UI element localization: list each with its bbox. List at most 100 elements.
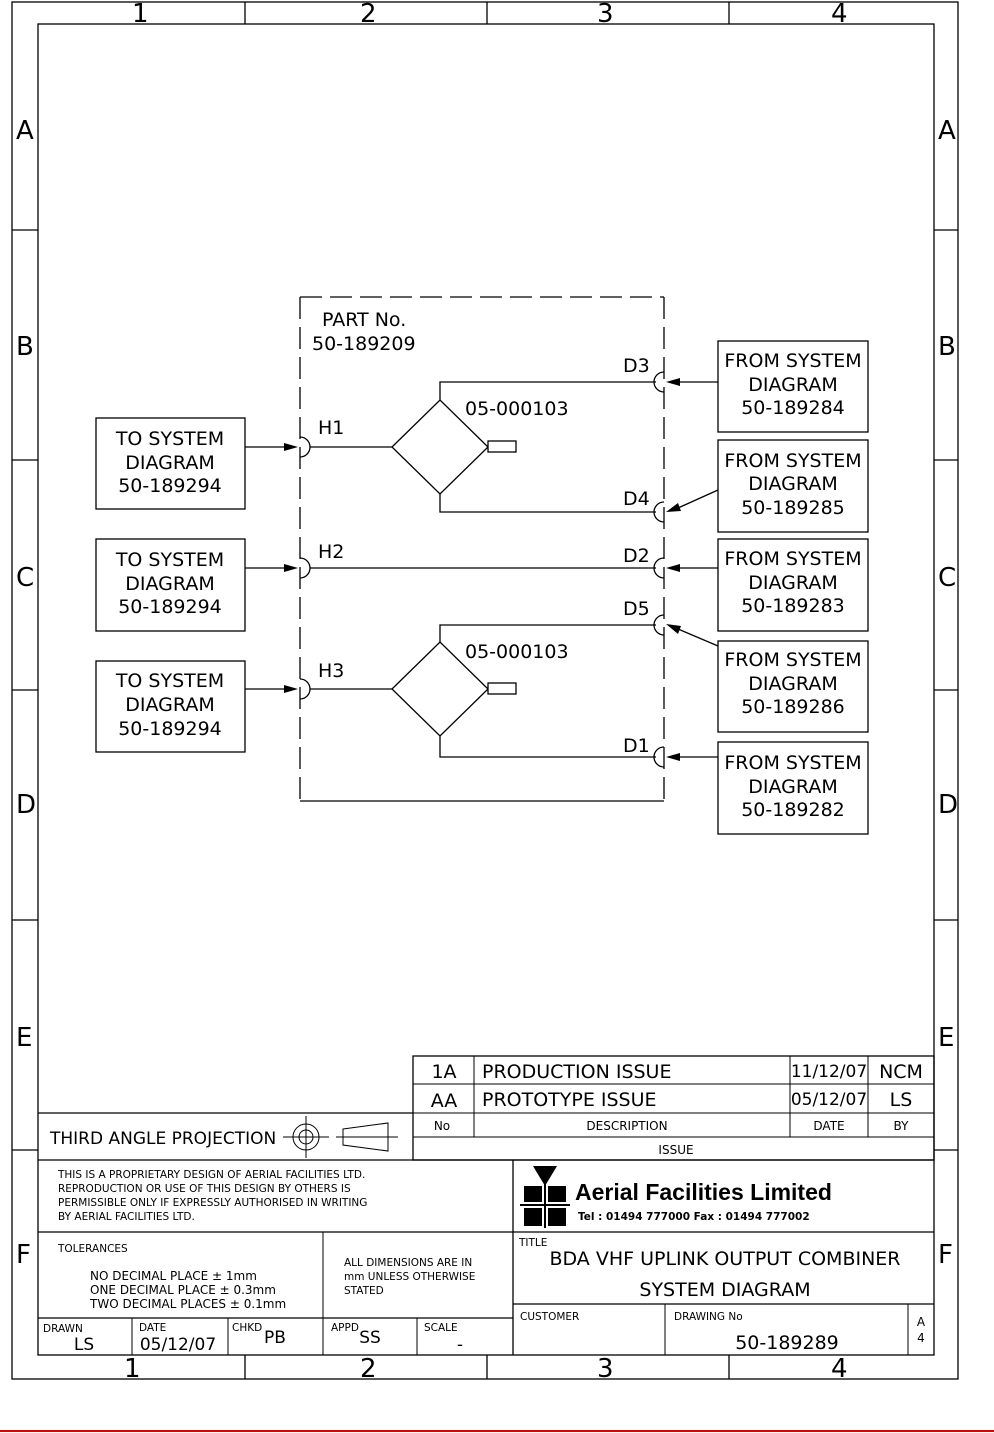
to-box-2-line3: 50-189294 <box>118 596 222 618</box>
proprietary-line2: REPRODUCTION OR USE OF THIS DESIGN BY OT… <box>58 1183 351 1195</box>
lower-combiner: 05-000103 <box>310 624 656 758</box>
rev-1-by: NCM <box>879 1061 923 1083</box>
from-box-3-line1: FROM SYSTEM <box>724 548 861 570</box>
port-h2-label: H2 <box>318 541 344 563</box>
port-d5-connector <box>653 614 665 636</box>
unit-enclosure: PART No. 50-189209 <box>299 296 665 802</box>
port-d2-connector <box>653 557 665 579</box>
zone-col-2-bottom: 2 <box>360 1354 377 1384</box>
from-box-2-line1: FROM SYSTEM <box>724 450 861 472</box>
zone-row-a-right: A <box>938 116 956 146</box>
zone-col-2-top: 2 <box>360 0 377 29</box>
zone-col-4-bottom: 4 <box>831 1354 848 1384</box>
from-box-1-line1: FROM SYSTEM <box>724 350 861 372</box>
arrow-to-h2 <box>284 564 298 572</box>
from-box-4-line2: DIAGRAM <box>748 673 837 695</box>
zone-row-d-right: D <box>938 790 958 820</box>
company-contact: Tel : 01494 777000 Fax : 01494 777002 <box>578 1211 810 1223</box>
upper-combiner-load <box>487 440 517 453</box>
chkd-label: CHKD <box>232 1322 262 1334</box>
zone-row-e-left: E <box>16 1023 32 1053</box>
port-d4-connector <box>653 501 665 523</box>
zone-row-c-right: C <box>938 563 956 593</box>
from-box-4-line1: FROM SYSTEM <box>724 649 861 671</box>
to-system-box-1: TO SYSTEM DIAGRAM 50-189294 <box>95 417 246 510</box>
rev-2-no: AA <box>431 1090 458 1112</box>
arrow-to-d4 <box>666 503 681 512</box>
rev-header-by: BY <box>894 1119 910 1133</box>
drawing-frame <box>11 1 959 1380</box>
zone-row-b-right: B <box>938 332 956 362</box>
from-box-3-line2: DIAGRAM <box>748 572 837 594</box>
company-name: Aerial Facilities Limited <box>575 1179 832 1205</box>
tolerances-label: TOLERANCES <box>57 1243 128 1255</box>
arrow-to-d5 <box>666 624 681 634</box>
sheet-size-letter: A <box>917 1315 926 1329</box>
to-box-1-line2: DIAGRAM <box>125 452 214 474</box>
arrow-to-d1 <box>666 753 680 761</box>
to-box-1-line3: 50-189294 <box>118 475 222 497</box>
drawn-label: DRAWN <box>43 1323 83 1335</box>
revision-table: 1A PRODUCTION ISSUE 11/12/07 NCM AA PROT… <box>412 1055 935 1161</box>
zone-col-3-top: 3 <box>597 0 614 29</box>
scale-value: - <box>457 1335 463 1355</box>
to-box-1-line1: TO SYSTEM <box>115 428 224 450</box>
from-system-box-3: FROM SYSTEM DIAGRAM 50-189283 <box>717 538 869 632</box>
scale-label: SCALE <box>424 1322 458 1334</box>
drawn-by: LS <box>74 1335 94 1355</box>
from-system-box-4: FROM SYSTEM DIAGRAM 50-189286 <box>717 640 869 733</box>
rev-header-date: DATE <box>813 1119 844 1133</box>
rev-2-by: LS <box>890 1089 913 1111</box>
from-system-box-5: FROM SYSTEM DIAGRAM 50-189282 <box>717 741 869 835</box>
from-system-box-1: FROM SYSTEM DIAGRAM 50-189284 <box>717 340 869 433</box>
port-d1-connector <box>653 746 665 768</box>
dimensions-note-line2: mm UNLESS OTHERWISE <box>344 1271 475 1283</box>
to-box-3-line3: 50-189294 <box>118 718 222 740</box>
zone-labels: 1 2 3 4 1 2 3 4 A B C D E F A B C D E F <box>16 0 958 1384</box>
projection-symbol <box>283 1116 398 1158</box>
proprietary-line3: PERMISSIBLE ONLY IF EXPRESSLY AUTHORISED… <box>58 1197 367 1209</box>
from-box-5-line2: DIAGRAM <box>748 776 837 798</box>
port-h2-connector <box>299 557 311 579</box>
drawing-title-line1: BDA VHF UPLINK OUTPUT COMBINER <box>549 1248 900 1270</box>
customer-label: CUSTOMER <box>520 1311 579 1323</box>
port-h1-label: H1 <box>318 417 344 439</box>
dimensions-note-line3: STATED <box>344 1285 384 1297</box>
rev-header-issue: ISSUE <box>658 1143 693 1157</box>
port-h3-label: H3 <box>318 660 344 682</box>
drawing-number: 50-189289 <box>735 1332 839 1354</box>
zone-row-e-right: E <box>938 1023 954 1053</box>
from-box-5-line3: 50-189282 <box>741 799 845 821</box>
zone-row-b-left: B <box>16 332 34 362</box>
zone-col-1-bottom: 1 <box>124 1354 141 1384</box>
port-d5-label: D5 <box>623 598 650 620</box>
rev-2-description: PROTOTYPE ISSUE <box>482 1089 657 1111</box>
tolerance-line2: ONE DECIMAL PLACE ± 0.3mm <box>90 1283 276 1297</box>
tolerance-line1: NO DECIMAL PLACE ± 1mm <box>90 1269 257 1283</box>
to-box-2-line1: TO SYSTEM <box>115 549 224 571</box>
output-arrows <box>666 378 719 761</box>
upper-combiner: 05-000103 <box>310 381 656 513</box>
appd-label: APPD <box>331 1322 359 1334</box>
to-box-3-line1: TO SYSTEM <box>115 670 224 692</box>
arrow-to-d2 <box>666 564 680 572</box>
arrow-to-h1 <box>284 443 298 451</box>
to-box-2-line2: DIAGRAM <box>125 573 214 595</box>
ports: H1 H2 H3 D3 D4 D2 D5 D1 <box>299 355 665 768</box>
from-box-1-line2: DIAGRAM <box>748 374 837 396</box>
drawing-title-line2: SYSTEM DIAGRAM <box>639 1279 810 1301</box>
from-box-1-line3: 50-189284 <box>741 397 845 419</box>
company-logo <box>520 1166 570 1228</box>
rev-2-date: 05/12/07 <box>791 1090 867 1110</box>
date-label: DATE <box>139 1322 166 1334</box>
rev-1-description: PRODUCTION ISSUE <box>482 1061 671 1083</box>
port-d3-connector <box>653 371 665 393</box>
sheet-size-number: 4 <box>917 1331 925 1345</box>
title-label: TITLE <box>518 1237 547 1249</box>
from-system-box-2: FROM SYSTEM DIAGRAM 50-189285 <box>717 439 869 533</box>
zone-row-d-left: D <box>16 790 36 820</box>
from-box-4-line3: 50-189286 <box>741 696 845 718</box>
port-d1-label: D1 <box>623 735 650 757</box>
from-box-3-line3: 50-189283 <box>741 595 845 617</box>
